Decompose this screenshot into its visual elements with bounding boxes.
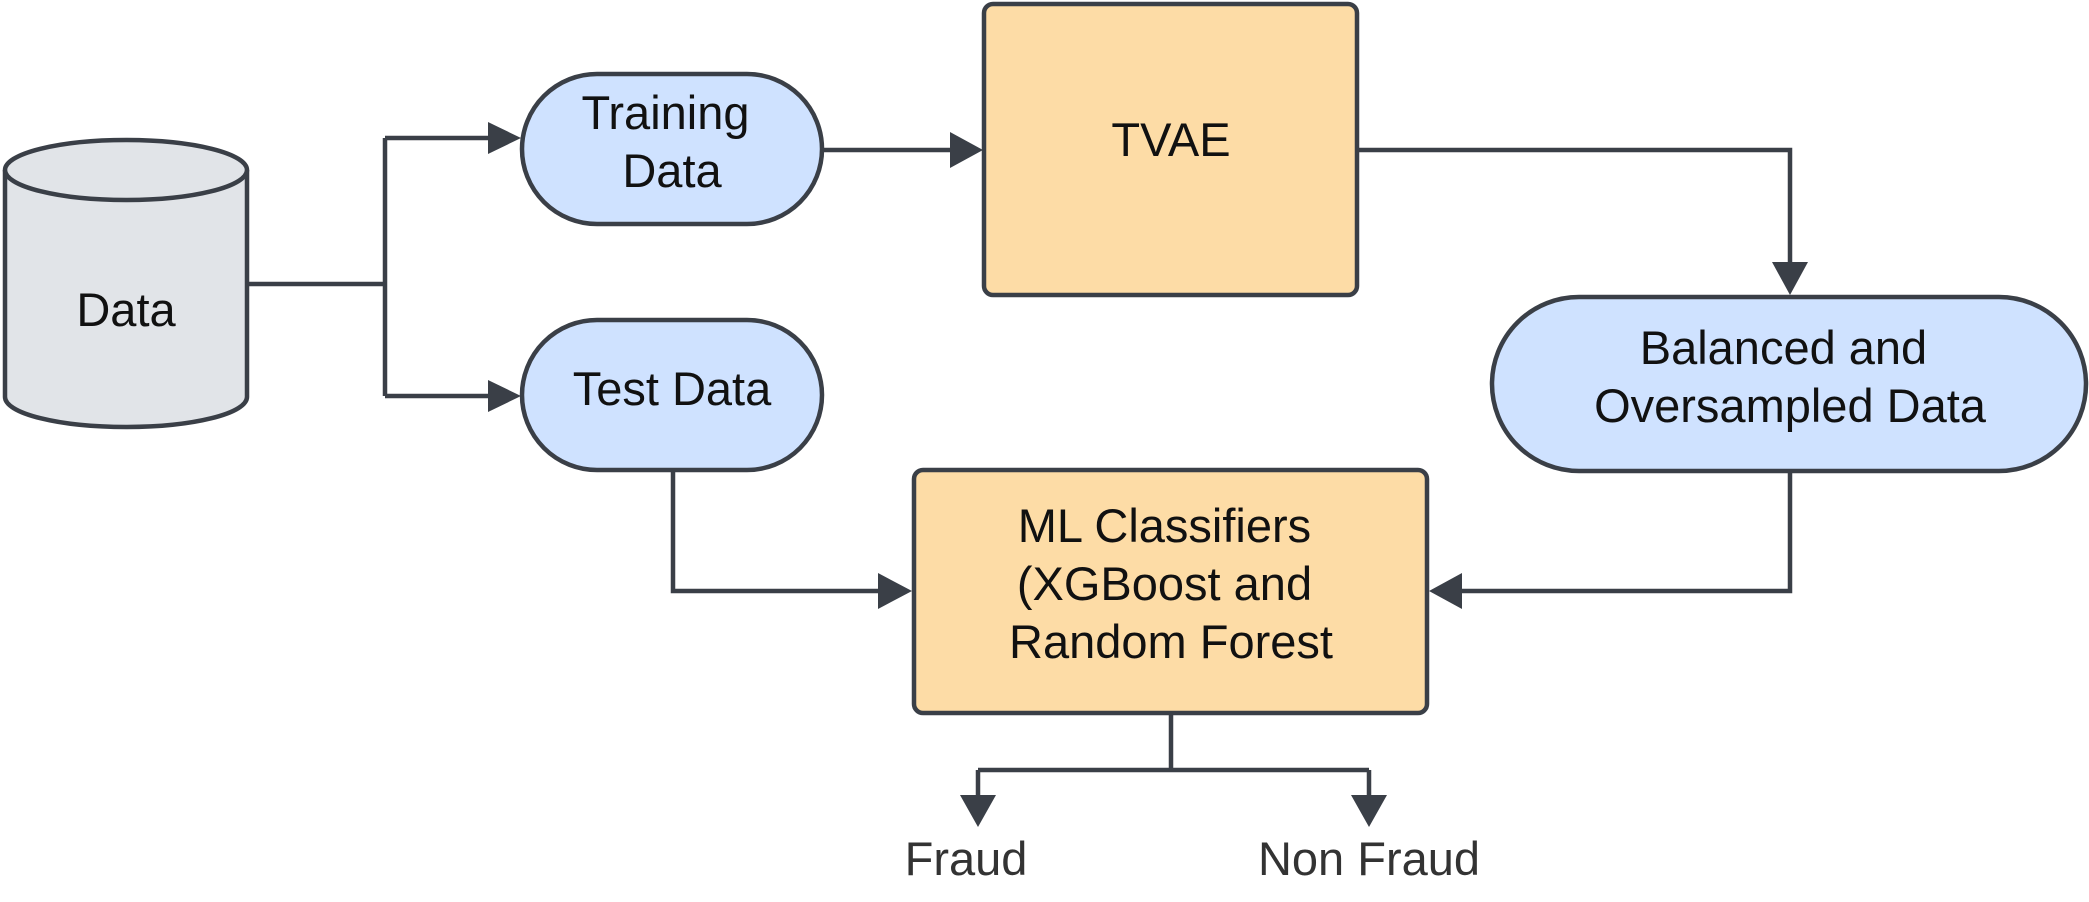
tvae-shape	[981, 1, 1360, 298]
ml-classifiers-line-1: ML Classifiers	[1018, 499, 1311, 552]
ml-classifiers-line-2: (XGBoost and	[1017, 557, 1312, 610]
edge-tvae-to-balanced	[1357, 147, 1793, 265]
output-non-fraud-label: Non Fraud	[1258, 832, 1480, 885]
test-data-node: Test Data	[519, 317, 825, 473]
training-data-line-2: Data	[622, 144, 722, 197]
balanced-data-line-2: Oversampled Data	[1594, 379, 1987, 432]
tvae-label: TVAE	[1111, 113, 1230, 166]
database-node: Data	[2, 137, 250, 430]
output-fraud-label: Fraud	[905, 832, 1028, 885]
tvae-node: TVAE	[981, 1, 1360, 298]
edge-balanced-to-ml	[1460, 471, 1793, 594]
arrowhead-fraud	[960, 795, 996, 827]
training-data-node: Training Data	[519, 71, 825, 227]
arrowhead-balanced	[1772, 262, 1808, 295]
database-label: Data	[76, 283, 176, 336]
test-data-shape	[519, 317, 825, 473]
arrowhead-ml-left	[878, 573, 912, 609]
arrowhead-ml-right	[1429, 573, 1462, 609]
ml-classifiers-line-3: Random Forest	[1009, 615, 1333, 668]
database-top	[2, 137, 250, 203]
arrowhead-training-data	[488, 122, 521, 154]
arrowhead-test-data	[488, 380, 521, 412]
outputs: Fraud Non Fraud	[905, 832, 1480, 885]
balanced-data-line-1: Balanced and	[1640, 321, 1927, 374]
balanced-data-node: Balanced and Oversampled Data	[1489, 294, 2089, 474]
arrowhead-tvae	[950, 132, 983, 168]
database-icon	[2, 170, 250, 430]
ml-classifiers-node: ML Classifiers (XGBoost and Random Fores…	[911, 467, 1430, 716]
edge-test-to-ml	[670, 471, 880, 594]
edges	[248, 122, 1808, 827]
edge-ml-to-outputs	[975, 713, 1372, 797]
balanced-data-label: Balanced and Oversampled Data	[1594, 321, 1987, 432]
edge-data-split	[248, 138, 388, 396]
ml-classifiers-shape	[911, 467, 1430, 716]
arrowhead-non-fraud	[1351, 795, 1387, 827]
ml-classifiers-label: ML Classifiers (XGBoost and Random Fores…	[1009, 499, 1333, 668]
test-data-label: Test Data	[573, 362, 772, 415]
training-data-shape	[519, 71, 825, 227]
balanced-data-shape	[1489, 294, 2089, 474]
training-data-line-1: Training	[581, 86, 749, 139]
training-data-label: Training Data	[581, 86, 762, 197]
